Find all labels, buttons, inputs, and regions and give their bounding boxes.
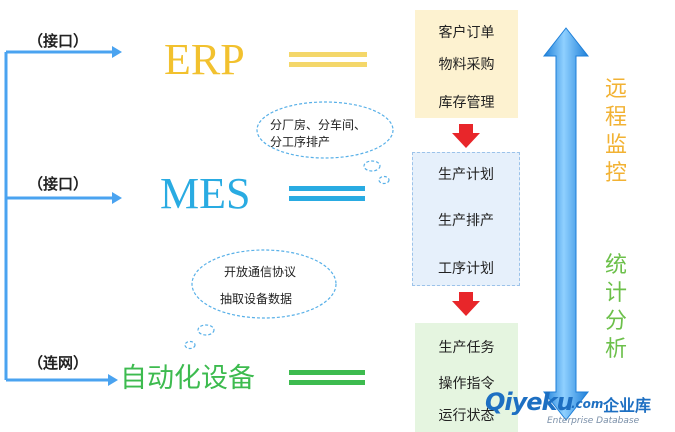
cloud-device-text-line2: 抽取设备数据 [220, 292, 293, 306]
device-item-production-task: 生产任务 [438, 340, 495, 356]
cloud-mes [256, 101, 394, 185]
cloud-device-text-line1: 开放通信协议 [224, 265, 297, 279]
stat-char-4: 析 [604, 337, 627, 362]
erp-item-material-purchase: 物料采购 [438, 57, 495, 73]
watermark-logo-text: Qiyeku [485, 388, 574, 416]
red-arrow-2 [452, 292, 480, 316]
mes-item-production-plan: 生产计划 [438, 167, 494, 183]
erp-function-box: 客户订单 物料采购 库存管理 [415, 10, 518, 118]
erp-label: ERP [164, 35, 245, 84]
remote-char-2: 程 [604, 105, 627, 130]
device-item-run-status: 运行状态 [438, 408, 495, 424]
red-arrow-1 [452, 124, 480, 148]
erp-item-customer-order: 客户订单 [438, 25, 495, 41]
watermark-logo-suffix: .com [571, 397, 604, 411]
mes-label: MES [160, 169, 251, 218]
stat-char-1: 统 [604, 253, 627, 278]
automation-double-bar [289, 370, 365, 385]
mes-item-process-plan: 工序计划 [438, 261, 494, 277]
watermark-cn-text: 企业库 [603, 396, 652, 415]
erp-double-bar [289, 52, 367, 67]
cloud-device [184, 249, 337, 350]
statistical-analysis-label: 统 计 分 析 [601, 252, 631, 364]
mes-function-box: 生产计划 生产排产 工序计划 [412, 152, 520, 286]
branch-arrow-bottom [6, 374, 118, 386]
cloud-mes-text-line1: 分厂房、分车间、 [270, 118, 367, 132]
remote-char-4: 控 [604, 161, 627, 186]
device-function-box: 生产任务 操作指令 运行状态 [415, 323, 518, 432]
mes-double-bar [289, 186, 365, 201]
stat-char-2: 计 [604, 281, 627, 306]
device-item-operation-command: 操作指令 [438, 376, 495, 392]
remote-char-1: 远 [604, 77, 627, 102]
stat-char-3: 分 [604, 309, 627, 334]
branch-arrow-top [6, 46, 122, 58]
watermark-tagline: Enterprise Database [547, 416, 640, 426]
big-vertical-arrow [542, 27, 590, 421]
connector-label-middle: （接口） [28, 175, 89, 193]
mes-item-scheduling: 生产排产 [438, 213, 494, 229]
remote-monitoring-label: 远 程 监 控 [601, 76, 631, 188]
branch-arrow-middle [6, 192, 122, 204]
automation-label: 自动化设备 [120, 363, 255, 394]
erp-item-inventory: 库存管理 [438, 95, 495, 111]
connector-label-top: （接口） [28, 32, 89, 50]
connector-label-bottom: （连网） [28, 354, 89, 372]
remote-char-3: 监 [604, 133, 627, 158]
cloud-mes-text-line2: 分工序排产 [270, 135, 331, 149]
watermark-logo: Qiyeku .com 企业库 Enterprise Database [485, 388, 675, 432]
